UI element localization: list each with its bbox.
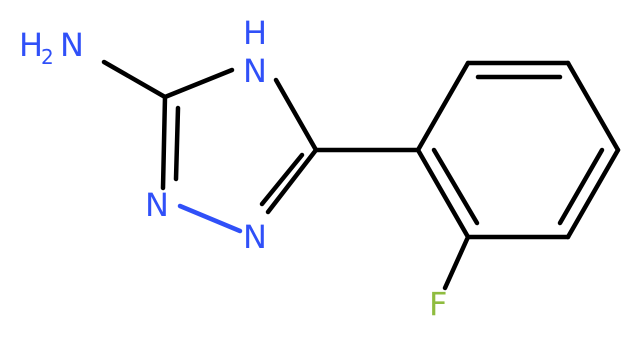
triazole-ring-bonds xyxy=(160,67,319,234)
bond-c5-n1-inner xyxy=(259,152,305,207)
bond-n1-n2 xyxy=(177,203,243,234)
ring-nh-hydrogen-label: H xyxy=(243,14,267,52)
bond-c-f xyxy=(442,234,471,291)
ring-n1-label: N xyxy=(243,218,267,256)
bond-ph-6-1-inner xyxy=(431,147,480,226)
amine-nitrogen-label: N xyxy=(60,26,84,64)
fluorine-label: F xyxy=(429,285,447,323)
amine-hydrogen-label: H xyxy=(19,26,43,64)
amine-hydrogen-count: 2 xyxy=(41,45,54,69)
bond-c5-n1 xyxy=(265,147,319,215)
bond-ph-4-5-inner xyxy=(557,147,605,226)
phenyl-ring-bonds xyxy=(415,60,621,240)
ring-nh-nitrogen-label: N xyxy=(243,52,267,90)
ring-nh-label: H N xyxy=(243,14,267,90)
bond-ph-3-4 xyxy=(565,60,621,153)
bond-n2-c3-inner xyxy=(173,105,181,182)
bond-ph-1-2 xyxy=(415,60,471,153)
ring-n2-label: N xyxy=(145,186,169,224)
bond-c3-amine xyxy=(101,59,168,100)
bond-ph-4-5 xyxy=(565,147,621,240)
bond-n4-c5 xyxy=(273,77,319,153)
bond-ph-6-1 xyxy=(415,147,471,240)
amine-label: H 2 N xyxy=(19,26,84,69)
bond-c3-n4 xyxy=(162,67,235,100)
bond-n2-c3 xyxy=(160,94,168,191)
